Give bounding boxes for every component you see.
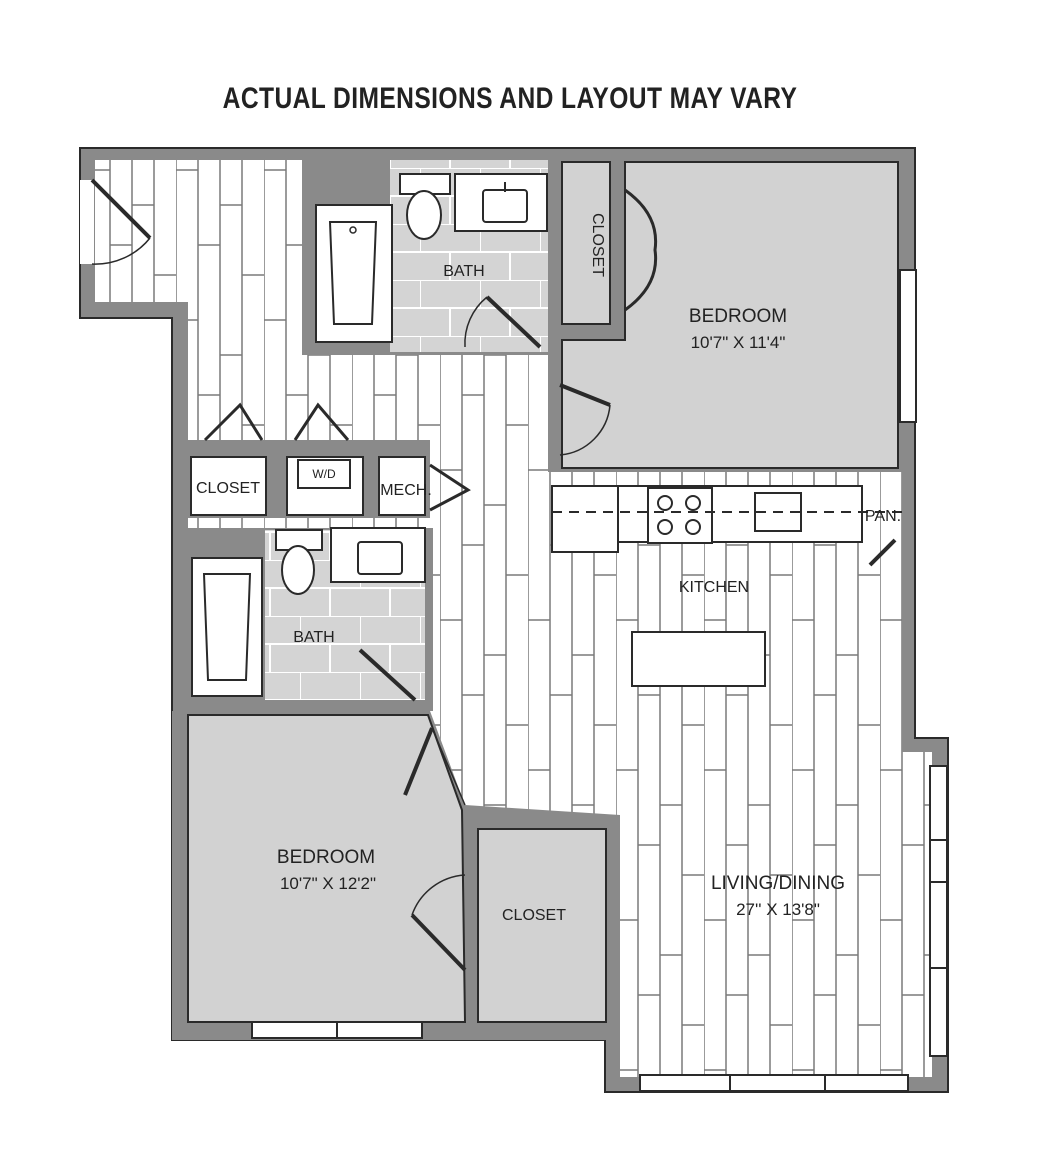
cooktop bbox=[647, 487, 713, 544]
living-label: LIVING/DINING bbox=[711, 873, 845, 894]
closet-bottom-door[interactable] bbox=[410, 913, 467, 972]
entry-opening bbox=[80, 180, 94, 264]
fridge bbox=[551, 485, 619, 553]
closet-left-label: CLOSET bbox=[196, 480, 260, 497]
bedroom-top-label: BEDROOM bbox=[689, 306, 787, 327]
closet-top-doors[interactable] bbox=[624, 188, 658, 312]
window-bedroom-top bbox=[899, 269, 917, 423]
bath-top-label: BATH bbox=[443, 263, 484, 280]
living-dims: 27'' X 13'8" bbox=[736, 900, 820, 919]
bath-bottom-label: BATH bbox=[293, 629, 334, 646]
pantry-door[interactable] bbox=[868, 538, 897, 567]
bathtub-top bbox=[315, 204, 393, 343]
bath-top-door[interactable] bbox=[485, 295, 542, 349]
bedroom-bottom-label: BEDROOM bbox=[277, 847, 375, 868]
bedroom-top-floor bbox=[561, 161, 899, 469]
closet-bottom bbox=[477, 828, 607, 1023]
bath-top-door-swing[interactable] bbox=[464, 296, 488, 348]
washer-dryer-label: W/D bbox=[312, 467, 336, 481]
closet-bottom-label: CLOSET bbox=[502, 907, 566, 924]
page-title: ACTUAL DIMENSIONS AND LAYOUT MAY VARY bbox=[222, 82, 798, 115]
closet-left-door[interactable] bbox=[203, 402, 264, 442]
bathtub-bottom bbox=[191, 557, 263, 697]
mech-door[interactable] bbox=[429, 463, 471, 512]
bedroom-bottom-door[interactable] bbox=[403, 727, 434, 796]
washer-dryer bbox=[297, 459, 351, 489]
mech-label: MECH. bbox=[380, 482, 432, 499]
bedroom-bottom-floor bbox=[187, 714, 467, 1023]
closet-left bbox=[190, 456, 267, 516]
kitchen-island bbox=[631, 631, 766, 687]
window-living-bottom bbox=[639, 1074, 909, 1092]
bedroom-top-door[interactable] bbox=[559, 383, 611, 407]
entry-door[interactable] bbox=[90, 178, 152, 240]
mech-closet bbox=[378, 456, 426, 516]
closet-top bbox=[561, 161, 611, 325]
bath-bottom-door[interactable] bbox=[358, 648, 417, 702]
bedroom-top-door-swing[interactable] bbox=[559, 404, 611, 456]
bedroom-top-dims: 10'7" X 11'4" bbox=[691, 333, 786, 352]
washer-dryer-door[interactable] bbox=[293, 402, 350, 441]
closet-top-label: CLOSET bbox=[589, 213, 606, 277]
bedroom-bottom-dims: 10'7" X 12'2" bbox=[280, 874, 376, 893]
window-living-side bbox=[929, 765, 948, 1057]
pantry-label: PAN. bbox=[865, 508, 901, 525]
kitchen-label: KITCHEN bbox=[679, 579, 749, 596]
